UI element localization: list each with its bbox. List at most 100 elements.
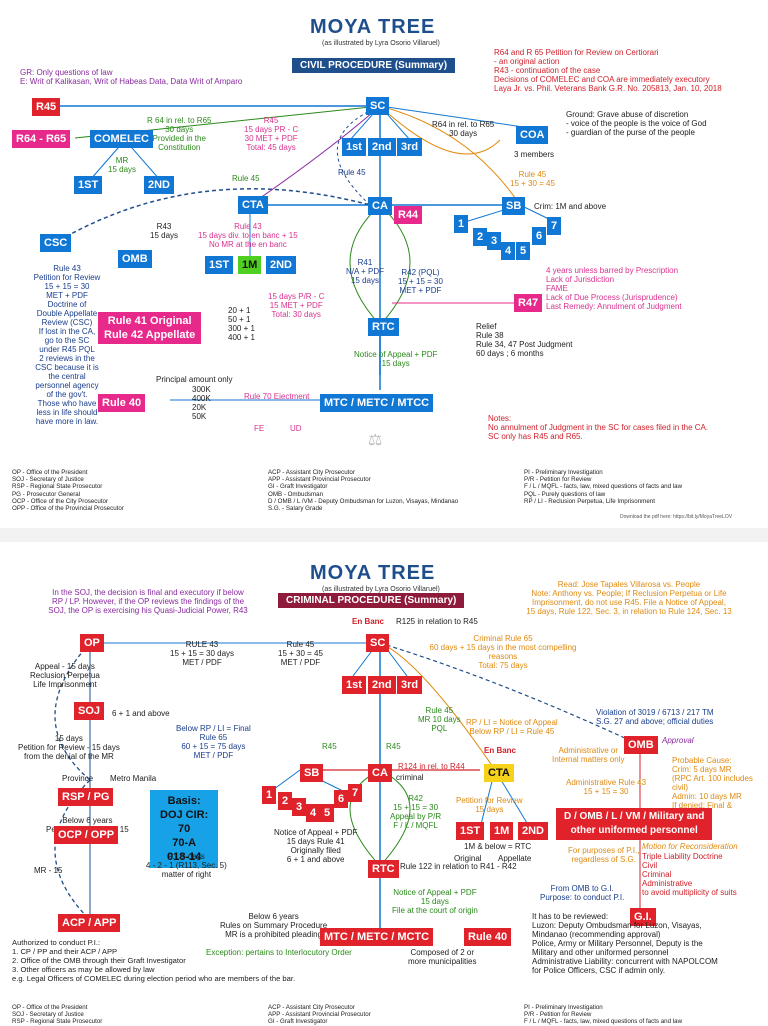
fe-text: FE [254,424,265,433]
soj-node: SOJ [74,702,105,720]
six-one-text: 6 + 1 and above [112,709,170,718]
r64-r65-node: R64 - R65 [12,130,71,148]
rtc-ca-text: 15 days P/R - C 15 MET + PDF Total: 30 d… [268,292,325,319]
omb-node-criminal: OMB [624,736,658,754]
rule70-text: Rule 70 Ejectment [244,392,310,401]
soj-15-text: 15 days Petition for Review - 15 days fr… [18,734,120,761]
notice-rtc-text: Notice of Appeal + PDF 15 days File at t… [392,888,478,915]
cta-1m: 1M [238,256,262,274]
sc-node-criminal: SC [366,634,390,652]
metro-label: Metro Manila [110,774,157,783]
coa-node: COA [516,126,549,144]
sc-2nd-division: 2nd [368,138,396,156]
sb-division-2-criminal: 2 [278,792,293,810]
rule45-ca-text: Rule 45 [338,168,366,177]
ca-node-criminal: CA [368,764,392,782]
sb-node: SB [502,197,526,215]
basis-box: Basis: DOJ CIR: 70 70-A 018-14 [150,790,219,868]
mtc-node: MTC / METC / MTCC [320,394,434,412]
r122-text: Rule 122 in relation to R41 - R42 [400,862,517,871]
legend-col-2: ACP - Assistant City Prosecutor APP - As… [268,469,459,513]
ud-text: UD [290,424,302,433]
ca-node: CA [368,197,392,215]
cta-1st-criminal: 1ST [456,822,485,840]
amounts-text: 300K 400K 20K 50K [192,385,211,421]
sb-division-7: 7 [547,217,562,235]
admin-text: Administrative or Internal matters only [552,746,625,764]
cta-node-criminal: CTA [484,764,514,782]
r45-left: R45 [322,742,337,751]
r42-text-criminal: R42 15 + 15 = 30 Appeal by P/R F / L / M… [390,794,442,830]
rule45-cta-text: Rule 45 [232,174,260,183]
comelec-1st-division: 1ST [74,176,103,194]
sb-division-3-criminal: 3 [292,798,307,816]
sb-division-2: 2 [473,228,488,246]
rp-li-text: RP / LI = Notice of Appeal Below RP / LI… [466,718,558,736]
ocp-opp-node: OCP / OPP [54,826,119,844]
mr-text: MR 15 days [108,156,137,174]
cta-1m-criminal: 1M [490,822,514,840]
r41-text: R41 N/A + PDF 15 days [346,258,385,285]
triple-liability-text: Triple Liability Doctrine Civil Criminal… [642,852,737,897]
reviewed-text: It has to be reviewed: Luzon: Deputy Omb… [532,912,718,975]
scales-icon: ⚖ [368,432,383,449]
r44-node: R44 [394,206,423,224]
csc-node: CSC [40,234,72,252]
criminal-subtitle: (as illustrated by Lyra Osorio Villaruel… [322,586,440,593]
legend2-col-3: PI - Preliminary Investigation P/R - Pet… [524,1004,683,1026]
amount-thresholds: 20 + 1 50 + 1 300 + 1 400 + 1 [228,306,255,342]
below-rp-text: Below RP / LI = Final Rule 65 60 + 15 = … [176,724,251,760]
province-label: Province [62,774,94,783]
exception-text: Exception: pertains to Interlocutory Ord… [206,948,352,957]
top-right-note: R64 and R 65 Petition for Review on Cert… [494,48,722,93]
recon-text: Motion for Reconsideration [642,842,738,851]
civil-title: MOYA TREE [310,16,436,38]
relief-text: Relief Rule 38 Rule 34, 47 Post Judgment… [476,322,573,358]
authorized-text: Authorized to conduct P.I.: 1. CP / PP a… [12,938,296,983]
coa-members: 3 members [514,150,555,159]
criminal-title: MOYA TREE [310,562,436,584]
rule43-text: RULE 43 15 + 15 = 30 days MET / PDF [170,640,235,667]
r45-right: R45 [386,742,401,751]
composed-text: Composed of 2 or more municipalities [408,948,477,966]
notice-sb-text: Notice of Appeal + PDF 15 days Rule 41 O… [274,828,358,864]
soj-note: In the SOJ, the decision is final and ex… [48,588,248,615]
from-omb-text: From OMB to G.I. Purpose: to conduct P.I… [540,884,625,902]
probable-cause-text: Probable Cause: Crim: 5 days MR (RPC Art… [672,756,753,819]
civil-subtitle: (as illustrated by Lyra Osorio Villaruel… [322,40,440,47]
legend-col-1: OP - Office of the President SOJ - Secre… [12,469,124,513]
comelec-2nd-division: 2ND [144,176,175,194]
sb-division-3: 3 [487,232,502,250]
civil-notes: Notes: No annulment of Judgment in the S… [488,414,709,441]
sc-node: SC [366,97,390,115]
gr-note: GR: Only questions of law E: Writ of Kal… [20,68,243,86]
r64-comelec-text: R 64 in rel. to R65 30 days Provided in … [147,116,212,152]
cta-2nd-division: 2ND [266,256,297,274]
omb-node: OMB [118,250,152,268]
sc-3rd-division: 3rd [397,138,423,156]
sb-division-5: 5 [516,242,531,260]
gi-node: G.I. [630,908,656,926]
acp-app-node: ACP / APP [58,914,121,932]
sb-division-1: 1 [454,215,469,233]
crim-sb: Crim: 1M and above [534,202,607,211]
principal-text: Principal amount only [156,375,233,384]
rule45-text: Rule 45 15 + 30 = 45 MET / PDF [278,640,323,667]
notice-appeal-text: Notice of Appeal + PDF 15 days [354,350,438,368]
d-omb-node: D / OMB / L / VM / Military and other un… [556,808,713,840]
op-node: OP [80,634,104,652]
comelec-node: COMELEC [90,130,153,148]
r45-ca-text: R45 15 days PR - C 30 MET + PDF Total: 4… [244,116,299,152]
download-link[interactable]: Download the pdf here: https://bit.ly/Mo… [620,514,733,520]
rule45-pql-text: Rule 45 MR 10 days PQL [418,706,461,733]
appeal-text: Appeal - 15 days Reclusion Perpetua Life… [30,662,100,689]
sb-division-1-criminal: 1 [262,786,277,804]
appellate-label: Appellate [498,854,532,863]
criminal-label: criminal [396,773,424,782]
admin-r43-text: Administrative Rule 43 15 + 15 = 30 [566,778,647,796]
sc-1st-division: 1st [342,138,366,156]
rule43-cta-text: Rule 43 15 days div. to en banc + 15 No … [198,222,298,249]
sb-division-4: 4 [501,242,516,260]
rule41-42-node: Rule 41 Original Rule 42 Appellate [98,312,202,344]
mr15-text: MR - 15 [34,866,63,875]
